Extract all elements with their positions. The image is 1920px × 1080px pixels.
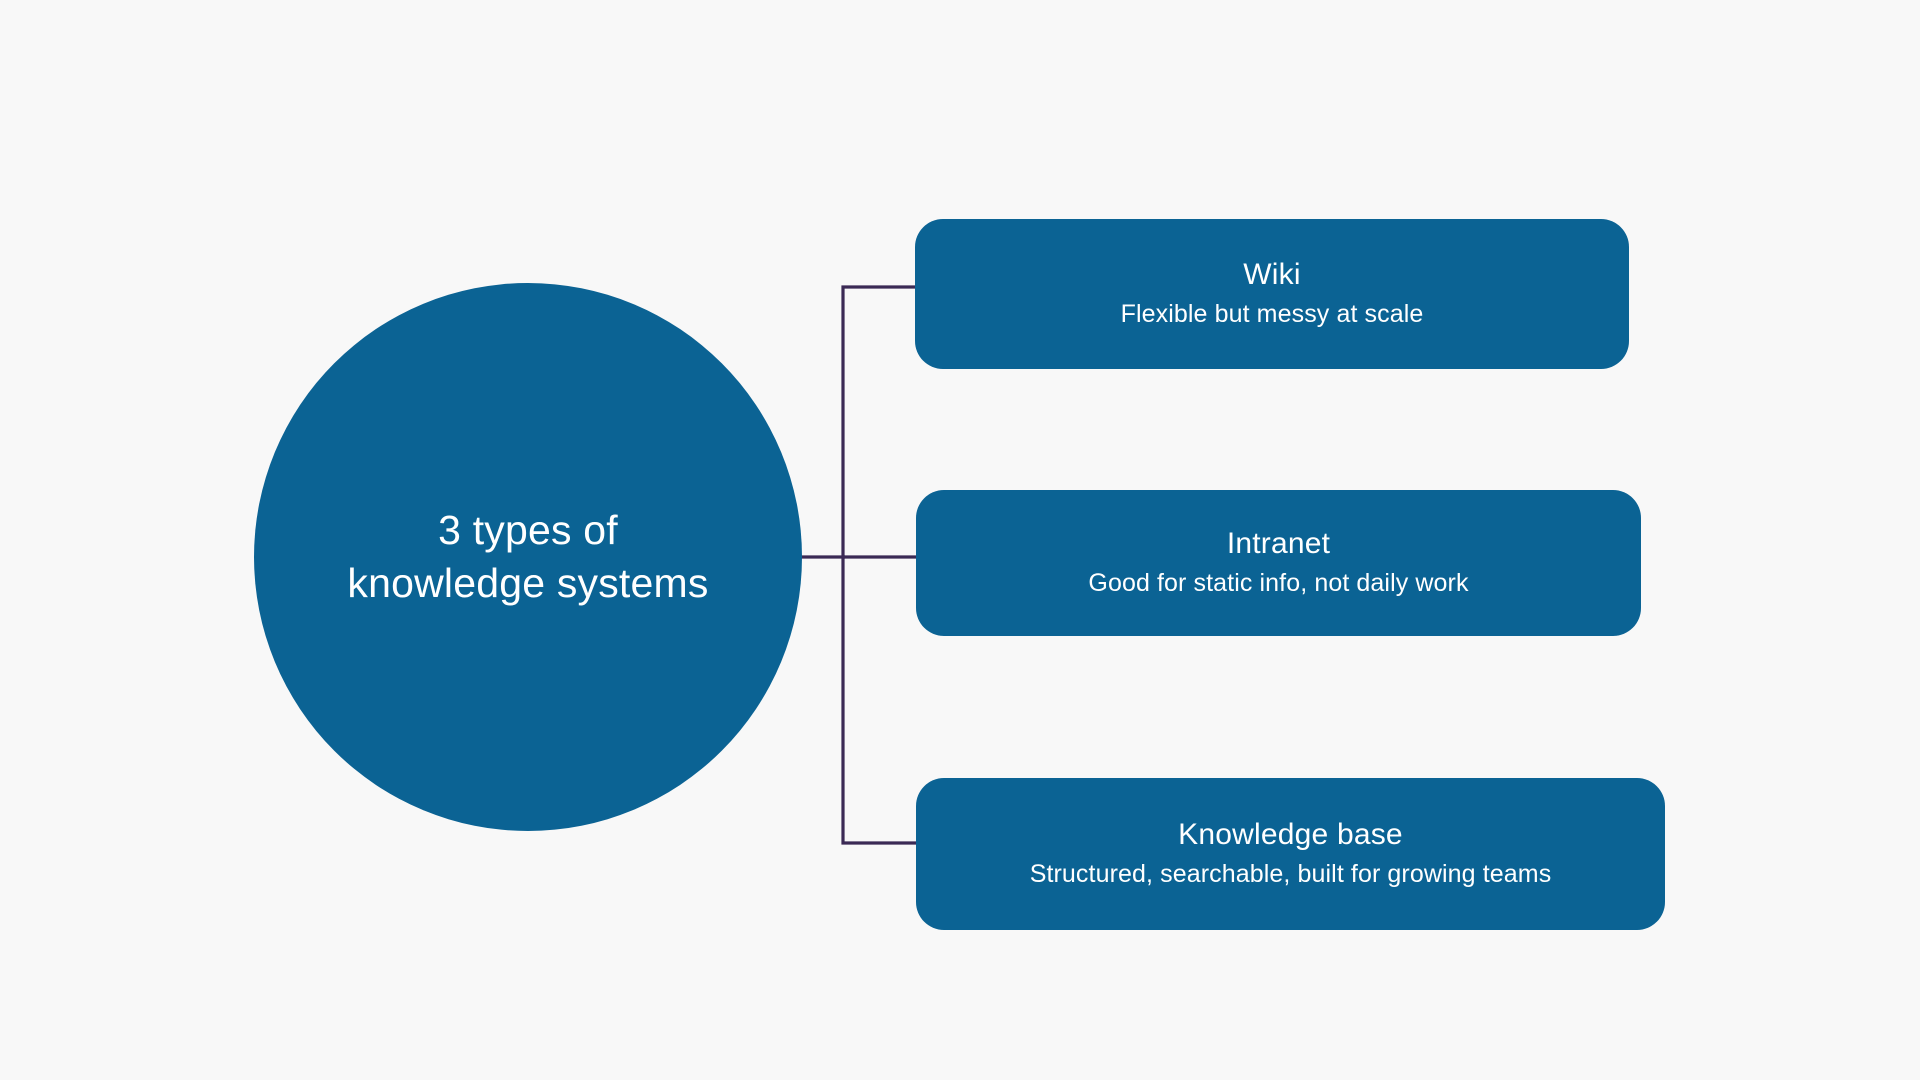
branch-card-wiki-subtitle: Flexible but messy at scale	[1120, 300, 1424, 329]
branch-card-intranet[interactable]: Intranet Good for static info, not daily…	[916, 490, 1641, 636]
branch-card-knowledge-base[interactable]: Knowledge base Structured, searchable, b…	[916, 778, 1665, 930]
branch-card-intranet-title: Intranet	[1226, 527, 1331, 561]
root-node-label-line-2: knowledge systems	[347, 560, 709, 606]
root-node-label: 3 types of knowledge systems	[254, 504, 802, 611]
branch-card-wiki-title: Wiki	[1243, 258, 1301, 292]
branch-card-knowledge-base-subtitle: Structured, searchable, built for growin…	[1029, 860, 1552, 889]
branch-card-intranet-subtitle: Good for static info, not daily work	[1088, 569, 1469, 598]
branch-card-knowledge-base-title: Knowledge base	[1178, 818, 1403, 852]
root-node-circle[interactable]: 3 types of knowledge systems	[254, 283, 802, 831]
branch-card-wiki[interactable]: Wiki Flexible but messy at scale	[915, 219, 1629, 369]
root-node-label-line-1: 3 types of	[438, 506, 618, 553]
